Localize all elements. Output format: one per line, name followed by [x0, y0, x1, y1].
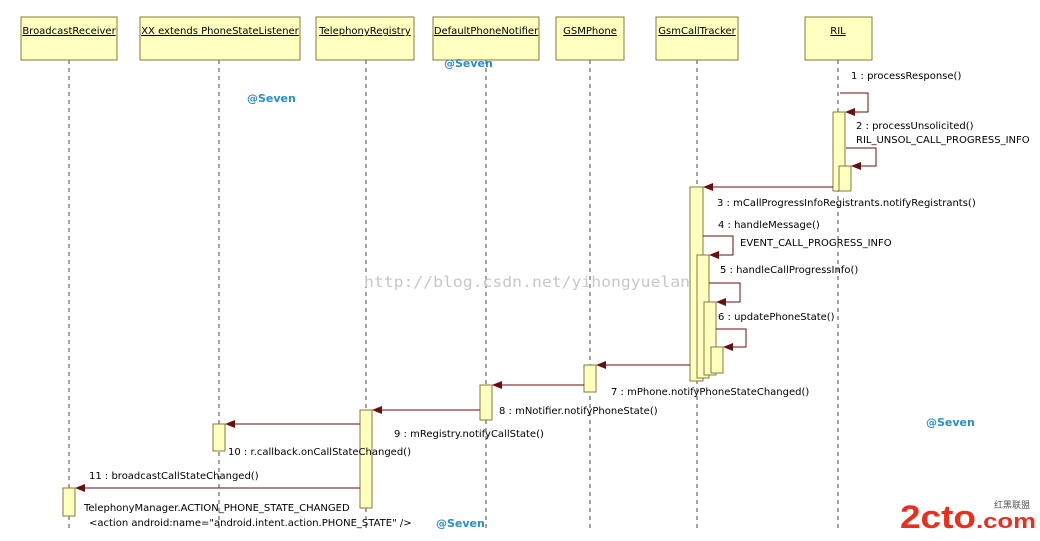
seven-watermark-1: @Seven — [247, 92, 296, 105]
seven-watermark-3: @Seven — [926, 416, 975, 429]
site-logo: 2cto .com 红黑联盟 — [900, 499, 1036, 535]
object-label-telephony-registry: TelephonyRegistry — [318, 26, 411, 37]
object-label-phone-state-listener: XX extends PhoneStateListener — [141, 26, 299, 37]
object-label-broadcast-receiver: BroadcastReceiver — [22, 26, 116, 37]
activation-gct-4 — [710, 346, 724, 374]
message-label-10: 10 : r.callback.onCallStateChanged() — [228, 447, 411, 458]
object-box-gsm-phone — [555, 16, 625, 61]
logo-text-2cto: 2cto — [900, 499, 976, 535]
message-arrow-1 — [840, 92, 869, 116]
object-label-default-phone-notifier: DefaultPhoneNotifier — [434, 26, 539, 37]
message-label-7: 7 : mPhone.notifyPhoneStateChanged() — [611, 387, 809, 398]
message-label-11: 11 : broadcastCallStateChanged() — [89, 471, 259, 482]
object-label-gsm-call-tracker: GsmCallTracker — [658, 26, 736, 37]
message-label-3: 3 : mCallProgressInfoRegistrants.notifyR… — [717, 198, 976, 209]
message-label-1: 1 : processResponse() — [851, 71, 961, 82]
object-label-ril: RIL — [830, 26, 846, 37]
message-arrow-4 — [703, 235, 734, 259]
message-note-11b: <action android:name="android.intent.act… — [89, 518, 412, 529]
message-label-8: 8 : mNotifier.notifyPhoneState() — [499, 406, 658, 417]
message-label-2: 2 : processUnsolicited() — [856, 121, 974, 132]
message-note-2: RIL_UNSOL_CALL_PROGRESS_INFO — [856, 135, 1030, 146]
activation-phone-state-listener — [212, 423, 226, 452]
activation-telephony-registry — [359, 409, 373, 509]
message-arrow-6 — [716, 328, 747, 351]
object-label-gsm-phone: GSMPhone — [563, 26, 617, 37]
message-label-9: 9 : mRegistry.notifyCallState() — [394, 429, 544, 440]
message-label-6: 6 : updatePhoneState() — [718, 312, 835, 323]
object-box-gsm-call-tracker — [655, 16, 739, 61]
activation-ril-2 — [838, 165, 852, 192]
blog-watermark: http://blog.csdn.net/yihongyuelan — [364, 273, 690, 291]
object-box-phone-state-listener — [139, 16, 301, 61]
seven-watermark-2: @Seven — [444, 57, 493, 70]
logo-text-com: .com — [976, 511, 1036, 533]
activation-gsm-phone — [583, 364, 597, 393]
object-box-telephony-registry — [315, 16, 415, 61]
message-label-5: 5 : handleCallProgressInfo() — [720, 265, 858, 276]
message-arrow-5 — [709, 282, 741, 306]
activation-broadcast-receiver — [62, 487, 76, 517]
object-box-default-phone-notifier — [432, 16, 540, 61]
seven-watermark-4: @Seven — [436, 517, 485, 530]
message-note-11a: TelephonyManager.ACTION_PHONE_STATE_CHAN… — [83, 503, 350, 514]
message-note-4: EVENT_CALL_PROGRESS_INFO — [740, 238, 892, 249]
message-label-4: 4 : handleMessage() — [718, 220, 820, 231]
activation-default-phone-notifier — [479, 384, 493, 421]
logo-text-cn: 红黑联盟 — [994, 499, 1030, 511]
object-box-ril — [804, 16, 873, 61]
message-arrow-2 — [846, 147, 877, 170]
object-box-broadcast-receiver — [20, 16, 118, 61]
